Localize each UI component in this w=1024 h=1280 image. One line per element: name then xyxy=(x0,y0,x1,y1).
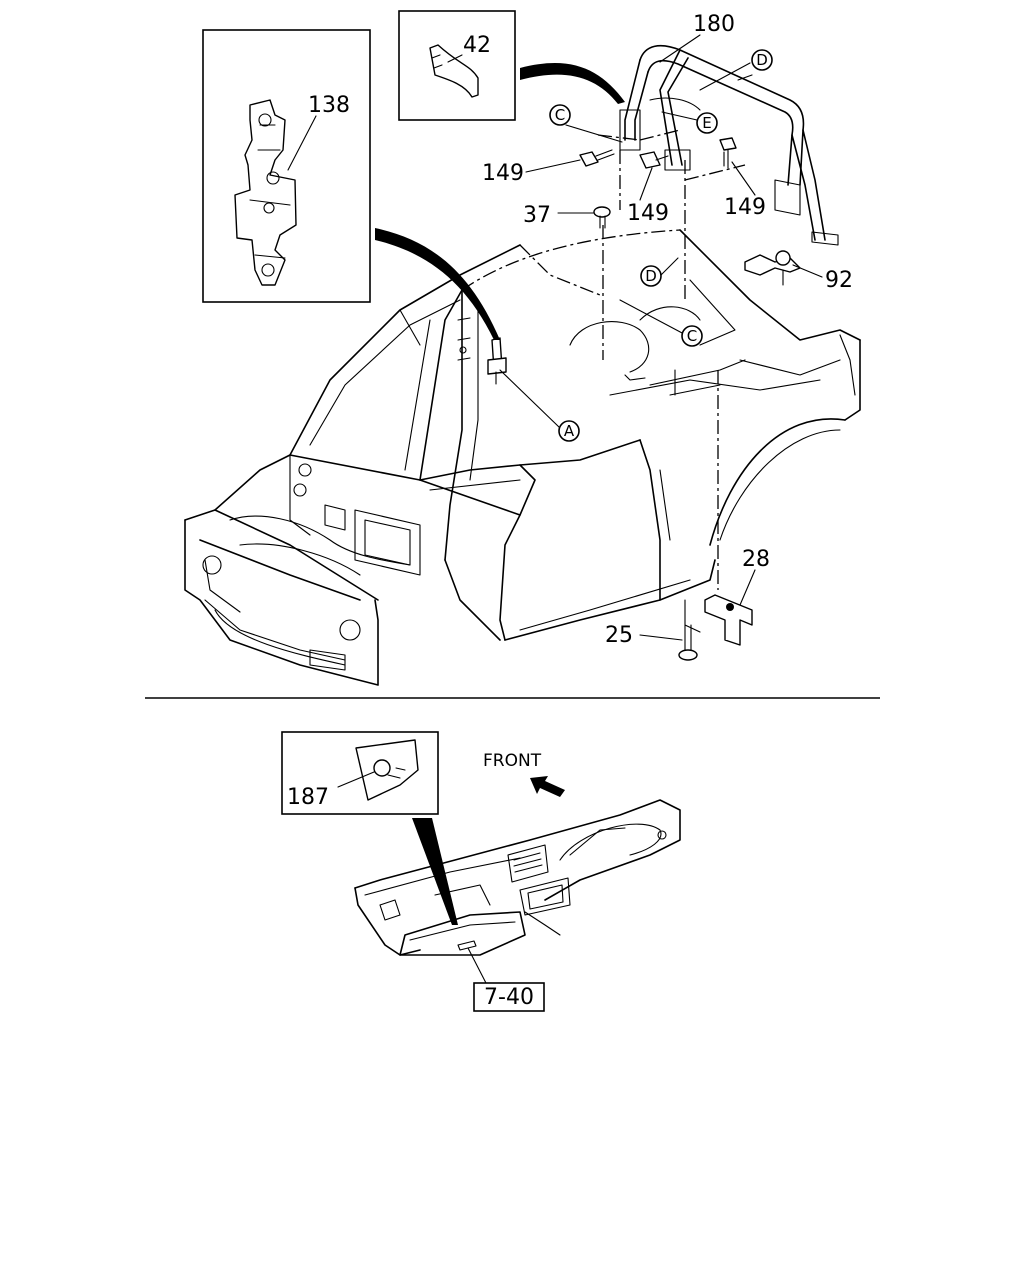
roll-bar-part xyxy=(619,44,839,246)
leader-lines xyxy=(499,34,823,641)
marker-C-floor: C xyxy=(681,325,703,347)
hinge-138-part xyxy=(234,99,297,286)
front-label: FRONT xyxy=(483,751,542,771)
dashboard-section: 187 FRONT xyxy=(281,731,681,1012)
svg-text:C: C xyxy=(555,106,565,124)
bolt-149-left xyxy=(579,149,615,167)
svg-text:E: E xyxy=(702,114,711,132)
bolt-149-right xyxy=(719,137,737,169)
bolt-149-center xyxy=(639,151,669,169)
label-28: 28 xyxy=(742,547,770,572)
label-149-center: 149 xyxy=(627,201,669,226)
callout-arrows xyxy=(375,63,625,925)
marker-D-roof: D xyxy=(751,49,773,71)
bracket-28-part xyxy=(684,594,753,646)
marker-D-floor: D xyxy=(640,265,662,287)
front-direction-indicator: FRONT xyxy=(483,751,565,797)
label-180: 180 xyxy=(693,12,735,37)
label-138: 138 xyxy=(308,93,350,118)
svg-text:D: D xyxy=(756,51,768,69)
label-37: 37 xyxy=(523,203,551,228)
marker-C-upper: C xyxy=(549,104,571,126)
bracket-92-part xyxy=(744,250,801,286)
part-labels: 180 149 149 149 37 92 28 25 xyxy=(482,12,853,648)
reference-markers: D C E D C A xyxy=(549,49,773,442)
dashboard-illustration xyxy=(354,799,681,986)
inset-box-187: 187 xyxy=(281,731,439,815)
reference-box-7-40: 7-40 xyxy=(473,982,545,1012)
svg-text:A: A xyxy=(564,422,575,440)
svg-text:C: C xyxy=(687,327,697,345)
inset-box-42: 42 xyxy=(398,10,516,121)
label-42: 42 xyxy=(463,33,491,58)
label-25: 25 xyxy=(605,623,633,648)
pillar-clip-part xyxy=(487,337,507,385)
label-149-left: 149 xyxy=(482,161,524,186)
label-7-40: 7-40 xyxy=(484,985,534,1010)
front-arrow-icon xyxy=(530,776,565,797)
bolt-25 xyxy=(678,624,698,661)
vehicle-body-shell xyxy=(184,229,861,686)
inset-box-138: 138 xyxy=(202,29,371,303)
marker-A: A xyxy=(558,420,580,442)
svg-text:D: D xyxy=(645,267,657,285)
label-149-right: 149 xyxy=(724,195,766,220)
bolt-37 xyxy=(593,206,611,229)
marker-E: E xyxy=(696,112,718,134)
label-187: 187 xyxy=(287,785,329,810)
label-92: 92 xyxy=(825,268,853,293)
installation-guide-lines xyxy=(597,129,746,590)
